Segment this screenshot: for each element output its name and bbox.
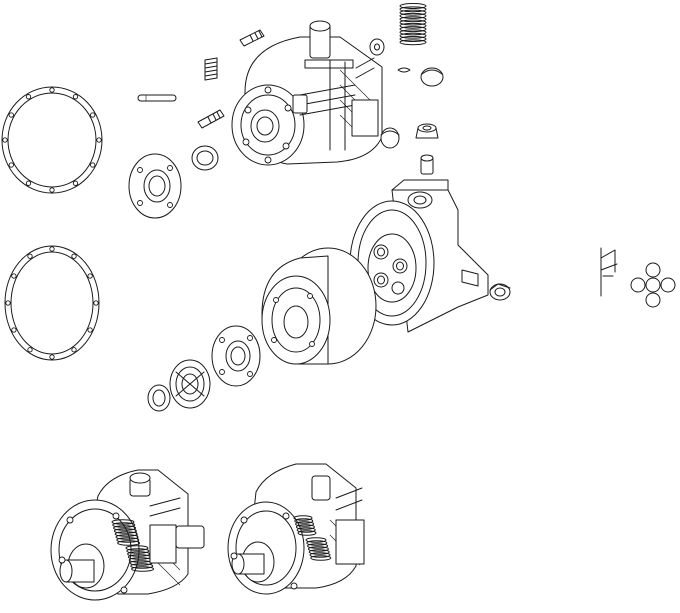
valve-spring-large <box>399 3 427 46</box>
bolt-hole <box>71 347 77 353</box>
screw-lower <box>197 109 225 129</box>
bolt-hole <box>49 246 55 252</box>
spring-coil <box>305 537 327 543</box>
gasket-ring-upper <box>1 86 103 194</box>
nut-fitting <box>415 123 439 139</box>
spring-coil <box>399 39 427 46</box>
bolt-hole <box>87 273 93 279</box>
spring-coil <box>399 12 427 19</box>
spring-coil <box>399 9 427 16</box>
bolt-hole <box>87 327 93 333</box>
screw-upper <box>239 29 265 47</box>
bolt-hole <box>90 162 96 168</box>
spring-coil <box>113 528 137 534</box>
spring-coil <box>399 6 427 13</box>
bolt-hole <box>27 253 33 259</box>
bolt-hole <box>90 112 96 118</box>
cap-upper <box>420 67 444 87</box>
spring-coil <box>399 3 427 9</box>
key-piece <box>397 67 411 73</box>
pump-housing-cutaway <box>231 20 383 166</box>
bolt-hole <box>27 347 33 353</box>
bolt-hole <box>2 137 8 143</box>
bolt-hole <box>93 300 99 306</box>
spring-coil <box>112 522 136 528</box>
spring-coil <box>111 519 135 525</box>
plug-cap <box>489 283 511 301</box>
bolt-hole <box>8 162 14 168</box>
bolt-hole <box>49 87 55 93</box>
bolt-fitting <box>420 154 434 175</box>
spring-coil <box>294 518 314 524</box>
spring-coil <box>306 540 328 546</box>
bolt-hole <box>72 94 79 100</box>
spring-coil <box>307 546 329 552</box>
spring-coil <box>126 548 150 554</box>
valve-spring-small <box>204 57 218 81</box>
spring-coil <box>295 524 315 530</box>
assembled-pump-right <box>227 463 365 595</box>
bolt-hole <box>11 327 17 333</box>
pin-left <box>137 94 177 102</box>
spring-coil <box>399 16 427 23</box>
spring-coil <box>307 543 329 549</box>
spring-coil <box>125 545 149 551</box>
gasket-ring-lower <box>4 245 100 361</box>
spring-coil <box>130 563 154 569</box>
flange-plate <box>211 325 261 387</box>
bolt-hole <box>49 187 55 193</box>
spring-coil <box>114 531 138 537</box>
bearing <box>169 359 211 409</box>
bolt-hole <box>25 180 32 186</box>
bolt-hole <box>25 94 32 100</box>
spring-coil <box>116 537 140 543</box>
seal-ring-upper <box>191 145 219 171</box>
spring-coil <box>309 552 331 558</box>
plug-fitting-mid <box>380 127 400 149</box>
bolt-hole <box>49 354 55 360</box>
spring-coil <box>117 540 141 546</box>
bolt-hole <box>72 180 79 186</box>
spring-coil <box>297 530 317 536</box>
bolt-hole <box>71 253 77 259</box>
washer-small <box>369 38 385 56</box>
spring-coil <box>295 521 315 527</box>
spring-coil <box>113 525 137 531</box>
flange-plate-upper <box>128 153 182 219</box>
spring-coil <box>310 555 332 561</box>
seal-ring-lower <box>147 384 171 412</box>
bolt-hole <box>5 300 11 306</box>
spring-coil <box>399 36 427 42</box>
rotor-drum <box>261 247 377 365</box>
spring-coil <box>399 29 427 36</box>
spring-coil <box>399 19 427 26</box>
spring-coil <box>293 515 313 521</box>
spring-coil <box>296 527 316 533</box>
spring-coil <box>131 566 155 572</box>
assembled-pump-left <box>50 469 205 601</box>
legend-bracket <box>600 247 618 297</box>
spring-coil <box>115 534 139 540</box>
spring-coil <box>308 549 330 555</box>
bolt-hole <box>96 137 102 143</box>
spring-coil <box>399 32 427 39</box>
bolt-hole <box>8 112 14 118</box>
legend-circles <box>630 262 676 308</box>
spring-coil <box>399 26 427 33</box>
spring-coil <box>399 22 427 29</box>
bolt-hole <box>11 273 17 279</box>
